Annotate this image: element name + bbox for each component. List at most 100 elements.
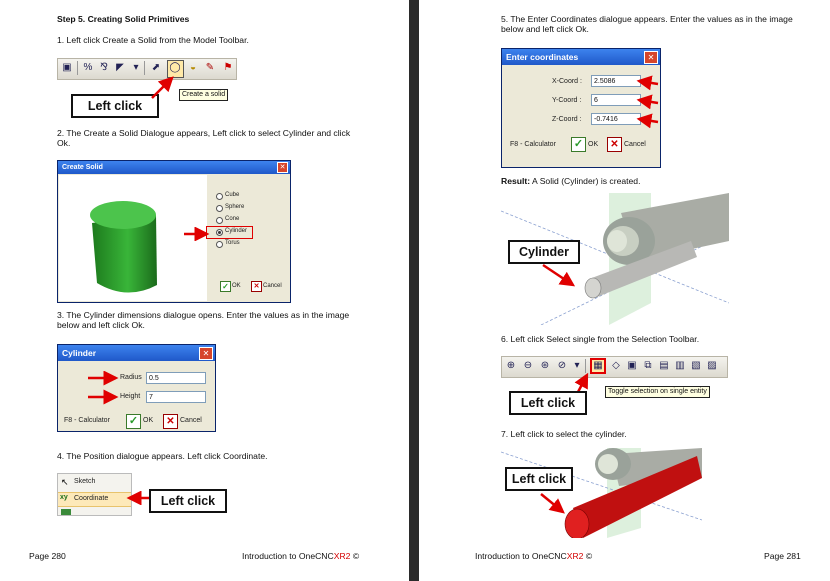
footer-title-prefix: Introduction to OneCNC [475,551,567,561]
red-arrow-icon [540,493,565,514]
cylinder-dialog: Cylinder ✕ Radius 0.5 Height 7 F8 - Calc… [57,344,216,432]
footer-title-prefix: Introduction to OneCNC [242,551,334,561]
select-filter-icon[interactable]: ▨ [707,360,717,371]
zoom-previous-icon[interactable]: ⊘ [557,360,567,371]
page-number: Page 281 [764,551,801,561]
xy-icon: xy [60,494,68,501]
menu-item-label: Sketch [74,478,96,485]
option-cube: Cube [225,192,240,198]
radio-cube[interactable] [216,193,223,200]
red-arrow-icon [88,371,119,405]
flag-icon[interactable]: ⚑ [223,62,233,73]
footer-title-brand: XR2 [566,551,584,561]
left-page: Step 5. Creating Solid Primitives 1. Lef… [0,0,409,581]
position-menu: ↖ Sketch xy Coordinate [57,473,132,516]
step-6-text: 6. Left click Select single from the Sel… [501,334,700,344]
shell-icon[interactable]: ◒ [189,62,197,73]
select-all-icon[interactable]: ▤ [659,360,669,371]
calculator-hint: F8 - Calculator [510,141,556,148]
step-3-text: 3. The Cylinder dimensions dialogue open… [57,310,350,330]
dialog-title: Enter coordinates [502,49,660,65]
extrude-icon[interactable]: ⬈ [151,62,161,73]
radius-input[interactable]: 0.5 [146,372,206,384]
section-heading: Step 5. Creating Solid Primitives [57,14,190,24]
result-label: Result: [501,176,531,186]
option-sphere: Sphere [225,204,245,210]
ok-button[interactable]: OK [143,417,154,424]
radius-label: Radius [120,374,142,381]
step-7-text: 7. Left click to select the cylinder. [501,429,627,439]
create-solid-button[interactable] [167,60,184,78]
cancel-button[interactable]: Cancel [180,417,202,424]
close-icon[interactable]: ✕ [199,347,213,360]
boolean-icon[interactable]: ✎ [205,62,215,73]
step-2-text: 2. The Create a Solid Dialogue appears, … [57,128,351,148]
ok-icon[interactable]: ✓ [126,414,141,429]
toolbar-separator [585,359,586,373]
option-cone: Cone [225,216,240,222]
percent-icon[interactable]: % [83,62,93,73]
radio-sphere[interactable] [216,205,223,212]
selection-3d-view: Left click [501,448,702,538]
create-solid-dialog: Create Solid ✕ Cube Sphere Cone Cylin [57,160,291,303]
select-diamond-icon[interactable]: ◇ [612,360,620,371]
footer-title-brand: XR2 [333,551,351,561]
footer-title: Introduction to OneCNCXR2 © [475,551,592,561]
radio-torus[interactable] [216,241,223,248]
cylinder-callout: Cylinder [508,240,580,264]
close-icon[interactable]: ✕ [277,162,288,173]
cancel-button[interactable]: Cancel [263,283,282,289]
zoom-in-icon[interactable]: ⊕ [506,360,516,371]
select-group-icon[interactable]: ▥ [675,360,685,371]
radio-cylinder[interactable] [216,229,223,236]
left-click-callout: Left click [71,94,159,118]
menu-item-sketch[interactable]: ↖ Sketch [58,476,131,489]
step-1-text: 1. Left click Create a Solid from the Mo… [57,35,249,45]
model-view-icon[interactable]: ▣ [62,62,72,73]
ok-icon[interactable]: ✓ [571,137,586,152]
right-page: 5. The Enter Coordinates dialogue appear… [419,0,830,581]
footer-title-suffix: © [350,551,360,561]
y-coord-label: Y-Coord : [552,97,582,104]
select-chain-icon[interactable]: ▧ [691,360,701,371]
split-icon[interactable]: ⅋ [100,62,108,73]
cancel-icon[interactable]: ✕ [251,281,262,292]
slope-icon[interactable]: ◤ [116,62,124,73]
selection-toolbar: ⊕ ⊖ ⊛ ⊘ ▾ ▦ ◇ ▣ ⧉ ▤ ▥ ▧ ▨ [501,356,728,378]
select-single-tooltip: Toggle selection on single entity [605,386,710,398]
cancel-icon[interactable]: ✕ [607,137,622,152]
zoom-window-icon[interactable]: ⊛ [540,360,550,371]
toolbar-separator [77,61,78,75]
zoom-out-icon[interactable]: ⊖ [523,360,533,371]
ok-icon[interactable]: ✓ [220,281,231,292]
selected-cylinder-scene [501,448,702,538]
select-window-icon[interactable]: ▣ [627,360,637,371]
select-single-icon: ▦ [593,360,603,371]
radio-cone[interactable] [216,217,223,224]
dropdown-chevron-icon[interactable]: ▾ [574,360,580,371]
create-solid-icon: ◯ [169,62,181,73]
footer-title: Introduction to OneCNCXR2 © [242,551,359,561]
toolbar-separator [144,61,145,75]
height-input[interactable]: 7 [146,391,206,403]
red-arrow-icon [184,227,210,241]
result-description: A Solid (Cylinder) is created. [530,176,641,186]
ok-button[interactable]: OK [588,141,599,148]
z-coord-input[interactable]: -0.7416 [591,113,641,125]
cylinder-result-scene [501,193,729,325]
x-coord-label: X-Coord : [552,78,582,85]
layers-icon[interactable]: ⧉ [644,360,652,371]
select-single-button[interactable] [590,358,606,374]
red-arrow-icon [151,76,174,99]
ok-button[interactable]: OK [232,283,241,289]
z-coord-label: Z-Coord : [552,116,582,123]
dropdown-chevron-icon[interactable]: ▾ [133,62,139,73]
cylinder-preview [59,175,207,301]
cancel-icon[interactable]: ✕ [163,414,178,429]
menu-item-coordinate[interactable]: xy Coordinate [58,492,131,507]
cancel-button[interactable]: Cancel [624,141,646,148]
left-click-callout: Left click [509,391,587,415]
calculator-hint: F8 - Calculator [64,417,110,424]
close-icon[interactable]: ✕ [644,51,658,64]
model-toolbar: ▣ % ⅋ ◤ ▾ ⬈ ◯ ◒ ✎ ⚑ [57,58,237,80]
